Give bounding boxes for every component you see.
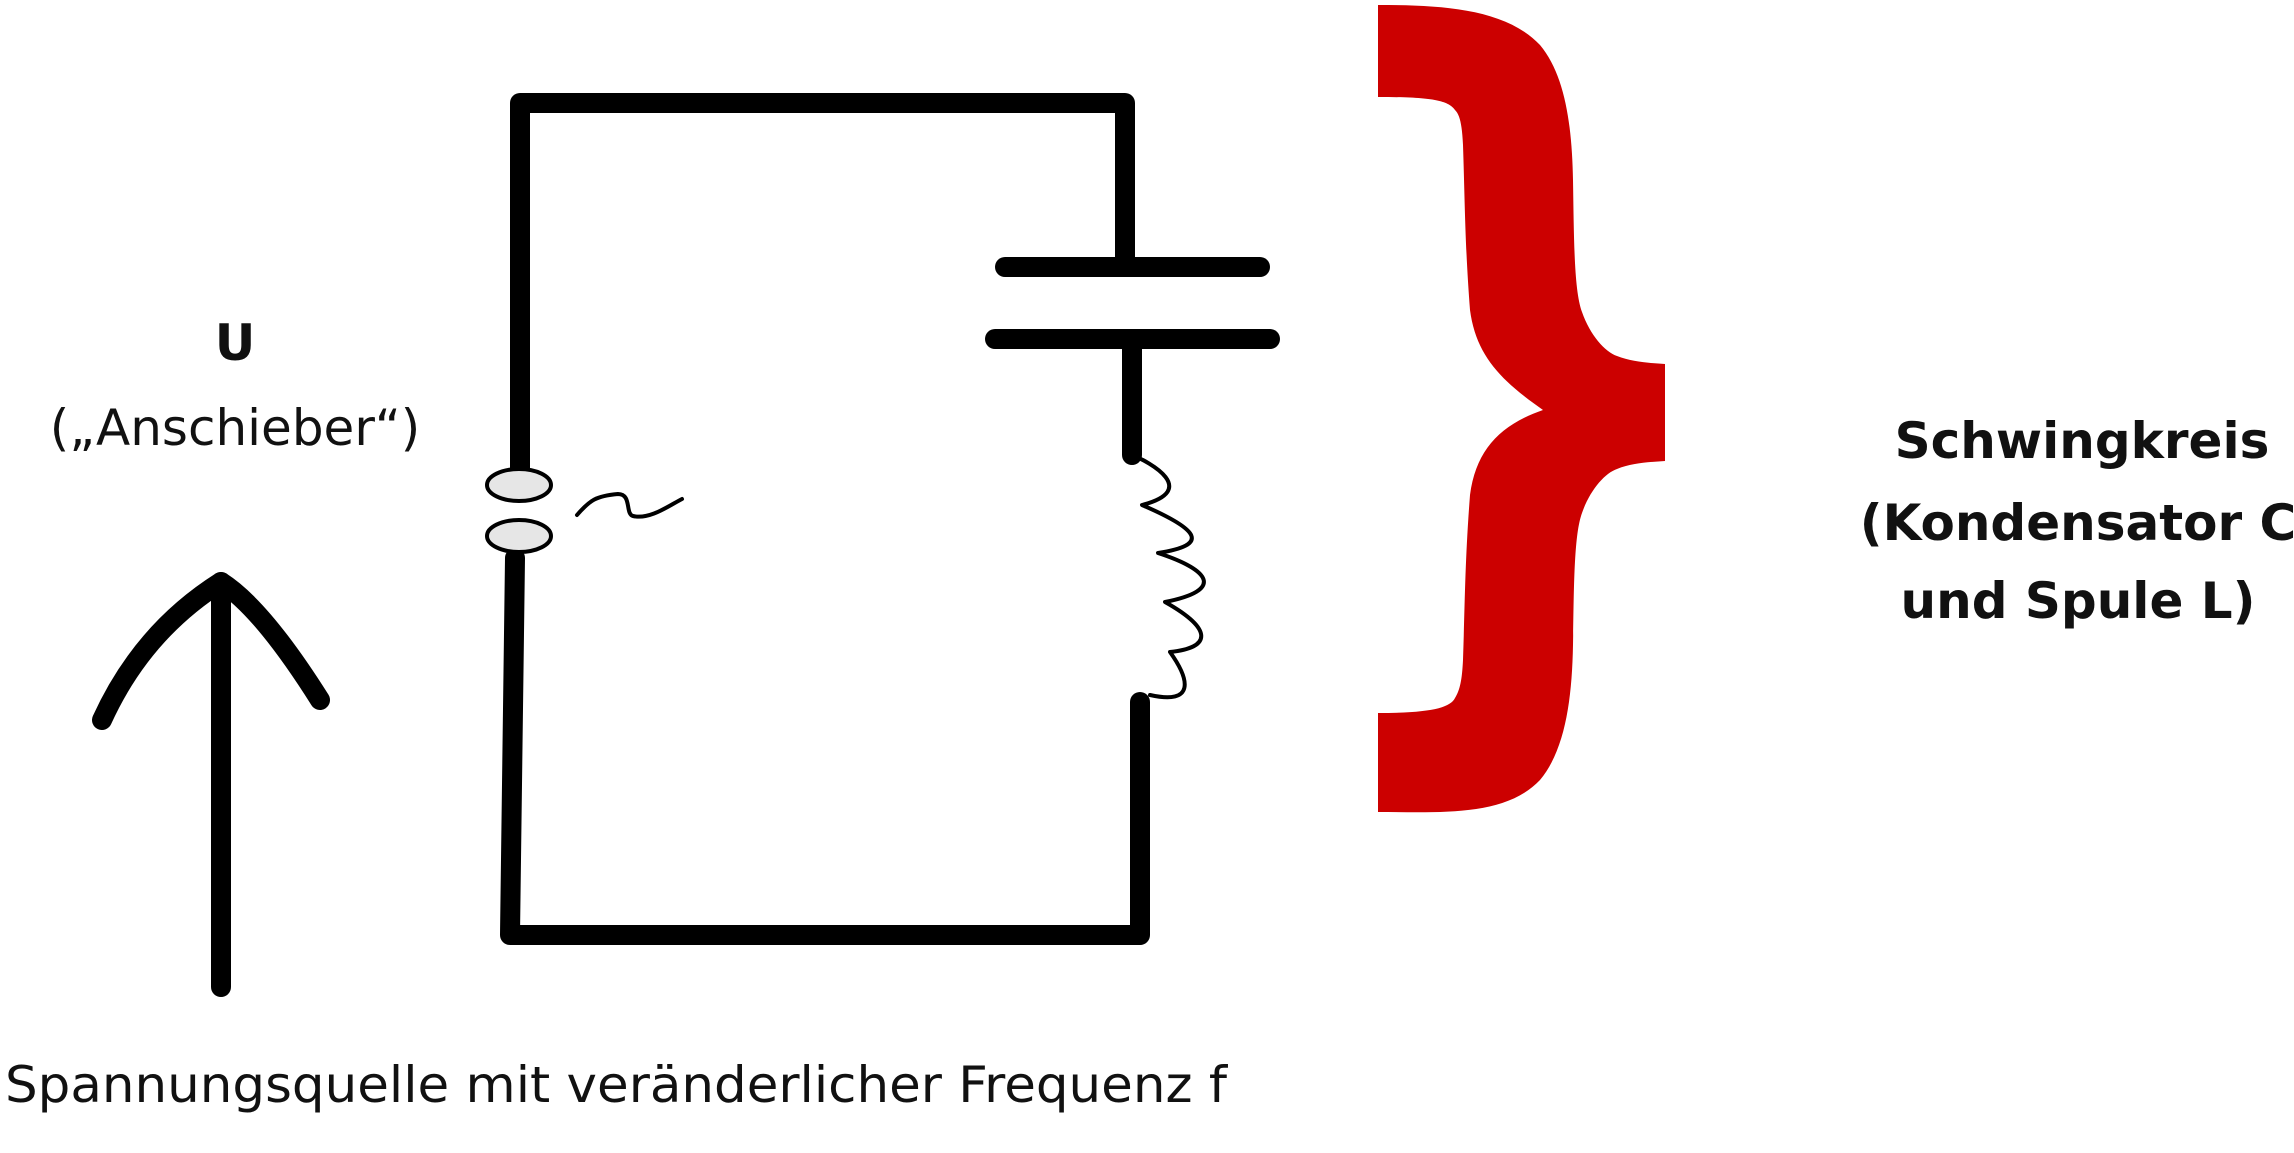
voltage-symbol-label: U — [215, 314, 256, 372]
circuit-coil-label: und Spule L) — [1901, 572, 2256, 630]
voltage-source-terminals — [485, 467, 553, 554]
capacitor-icon — [985, 257, 1280, 349]
circuit-capacitor-label: (Kondensator C — [1860, 494, 2294, 552]
voltage-note-label: („Anschieber“) — [50, 399, 421, 457]
coil-icon — [1130, 453, 1206, 700]
curly-brace-icon — [1378, 5, 1665, 813]
tilde-ac-icon — [575, 491, 684, 519]
circuit-title-label: Schwingkreis — [1895, 412, 2270, 470]
source-caption-label: Spannungsquelle mit veränderlicher Frequ… — [5, 1056, 1228, 1114]
up-arrow-icon — [92, 572, 330, 997]
circuit-wires — [500, 93, 1150, 945]
